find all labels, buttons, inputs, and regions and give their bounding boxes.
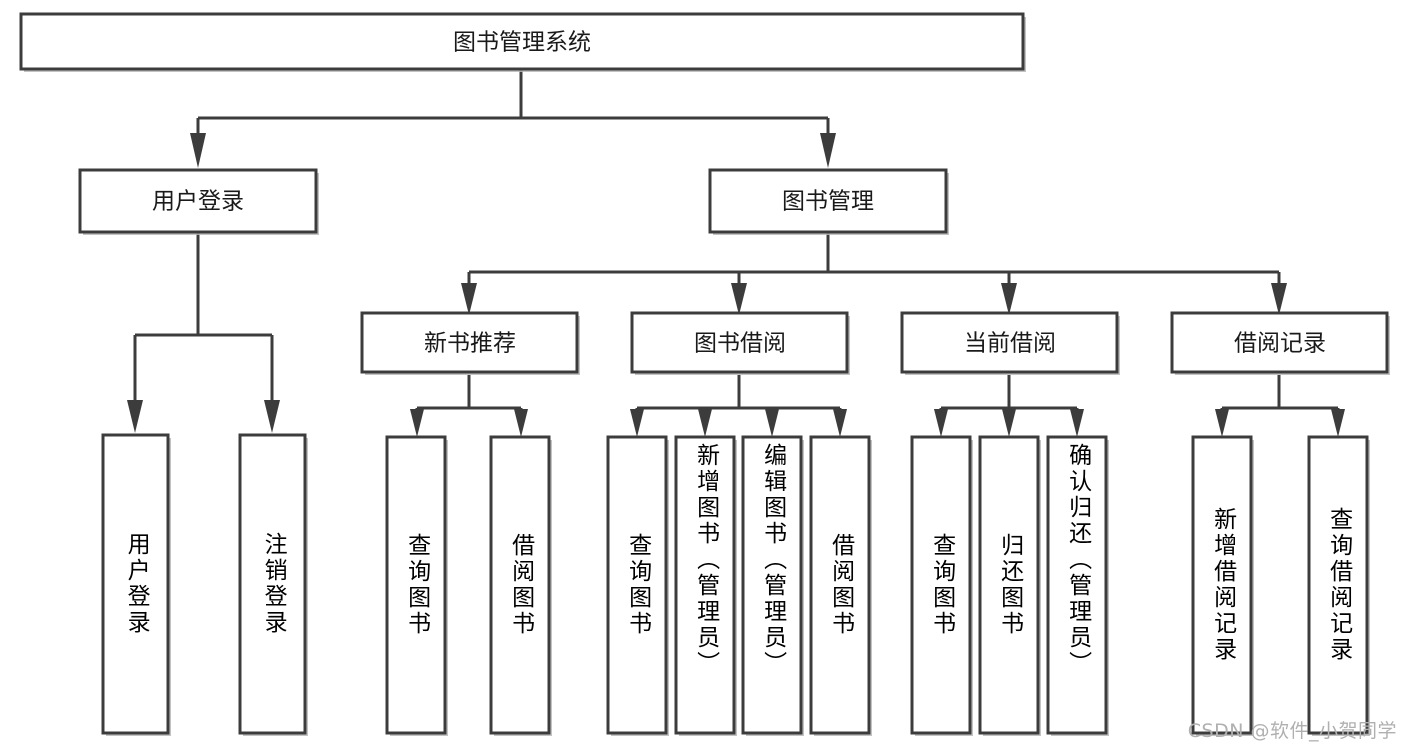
arrowhead-current-borrow-leaf-3 [1070,409,1084,437]
current-borrow-box[interactable] [900,311,1119,374]
user-login-label: 用户登录 [152,189,244,215]
arrowhead-book-borrow-leaf-2 [698,409,712,437]
book-management-label: 图书管理 [782,189,874,215]
arrowhead-root-to-book-management [820,133,836,168]
node-book-management[interactable]: 图书管理 [708,168,949,235]
leaf-query-record-box[interactable] [1307,435,1369,735]
node-book-borrow[interactable]: 图书借阅 [630,311,850,375]
leaf-query-book-2-box[interactable] [606,435,668,735]
new-book-recommend-label: 新书推荐 [424,331,516,357]
root-label: 图书管理系统 [453,30,591,56]
new-book-recommend-box[interactable] [360,311,579,374]
leaf-return-book-box[interactable] [978,435,1040,735]
arrowhead-new-book-leaf-1 [410,409,424,437]
leaf-add-book-box[interactable] [674,435,736,735]
leaf-user-logout-box[interactable] [238,433,307,735]
arrowhead-borrow-record-leaf-1 [1215,409,1229,437]
arrowhead-book-borrow-leaf-4 [833,409,847,437]
arrowhead-current-borrow-leaf-2 [1002,409,1016,437]
leaf-box-layer [101,433,1370,736]
arrowhead-borrow-record-leaf-2 [1331,409,1345,437]
leaf-query-book-1-box[interactable] [385,435,447,735]
leaf-borrow-book-1-box[interactable] [489,435,551,735]
arrowhead-user-login-leaf-2 [264,400,280,433]
root-box[interactable] [19,12,1025,71]
borrow-record-box[interactable] [1170,311,1389,374]
arrowhead-bm-to-current-borrow [1001,283,1017,315]
leaf-add-record-box[interactable] [1191,435,1253,735]
current-borrow-label: 当前借阅 [964,331,1056,357]
arrowhead-book-borrow-leaf-1 [630,409,644,437]
node-borrow-record[interactable]: 借阅记录 [1170,311,1390,375]
connector-layer [127,68,1345,437]
arrowhead-bm-to-book-borrow [731,283,747,315]
arrowhead-user-login-leaf-1 [127,400,143,433]
arrowhead-root-to-user-login [190,133,206,168]
book-borrow-box[interactable] [630,311,849,374]
arrowhead-current-borrow-leaf-1 [934,409,948,437]
node-new-book-recommend[interactable]: 新书推荐 [360,311,580,375]
leaf-user-login-box[interactable] [101,433,170,735]
book-management-box[interactable] [708,168,948,234]
user-login-box[interactable] [78,168,318,234]
watermark-text: CSDN @软件_小贺同学 [1187,720,1397,742]
arrowhead-new-book-leaf-2 [514,409,528,437]
leaf-query-book-3-box[interactable] [910,435,972,735]
leaf-edit-book-box[interactable] [741,435,803,735]
book-borrow-label: 图书借阅 [694,331,786,357]
leaf-confirm-return-box[interactable] [1046,435,1108,735]
node-current-borrow[interactable]: 当前借阅 [900,311,1120,375]
arrowhead-bm-to-new-book [461,283,477,315]
leaf-borrow-book-2-box[interactable] [809,435,871,735]
arrowhead-book-borrow-leaf-3 [765,409,779,437]
node-user-login[interactable]: 用户登录 [78,168,319,235]
node-root[interactable]: 图书管理系统 [19,12,1026,72]
borrow-record-label: 借阅记录 [1234,331,1326,357]
arrowhead-bm-to-borrow-record [1271,283,1287,315]
